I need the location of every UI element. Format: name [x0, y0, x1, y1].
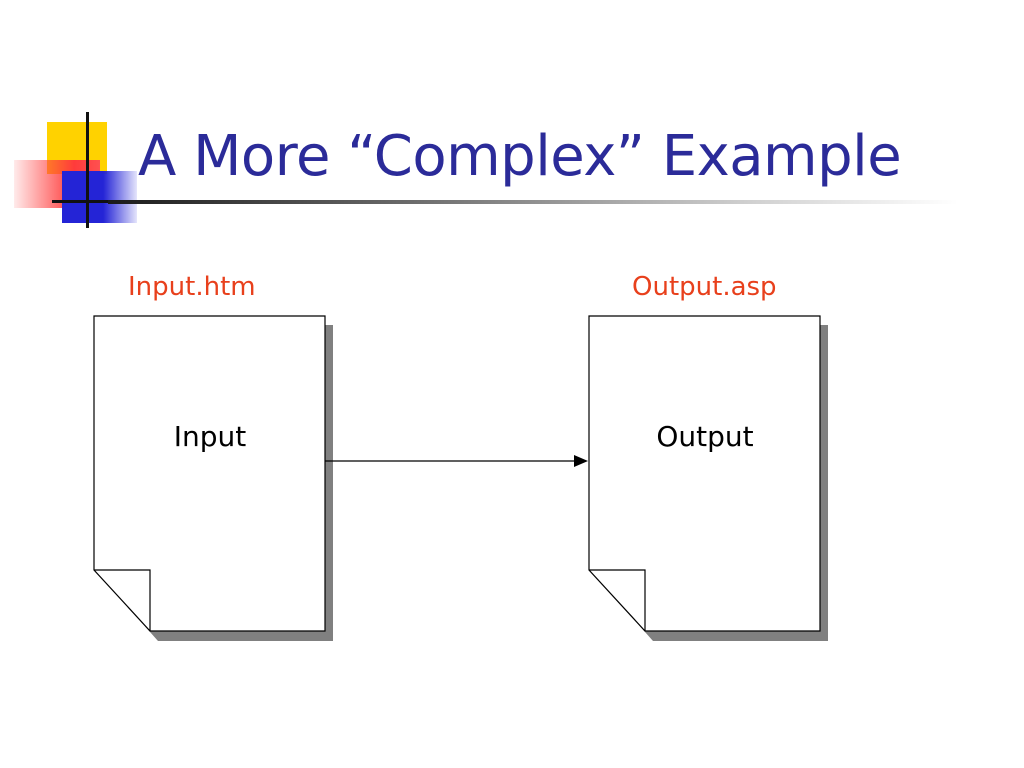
- input-document-label: Input: [173, 420, 247, 453]
- slide-title: A More “Complex” Example: [138, 124, 902, 189]
- input-to-output-arrow: [325, 455, 588, 467]
- input-file-caption: Input.htm: [128, 272, 256, 302]
- output-document-label: Output: [656, 420, 754, 453]
- logo-horizontal-line: [52, 200, 110, 203]
- output-document-icon: [588, 315, 828, 641]
- logo-blue-square: [62, 171, 137, 223]
- input-document-shape: Input: [93, 315, 333, 641]
- slide-logo-decoration: [0, 0, 150, 240]
- logo-vertical-line: [86, 112, 89, 228]
- title-underline: [108, 200, 958, 204]
- input-document-icon: [93, 315, 333, 641]
- output-file-caption: Output.asp: [632, 272, 777, 302]
- arrow-head-icon: [574, 455, 588, 467]
- output-document-shape: Output: [588, 315, 828, 641]
